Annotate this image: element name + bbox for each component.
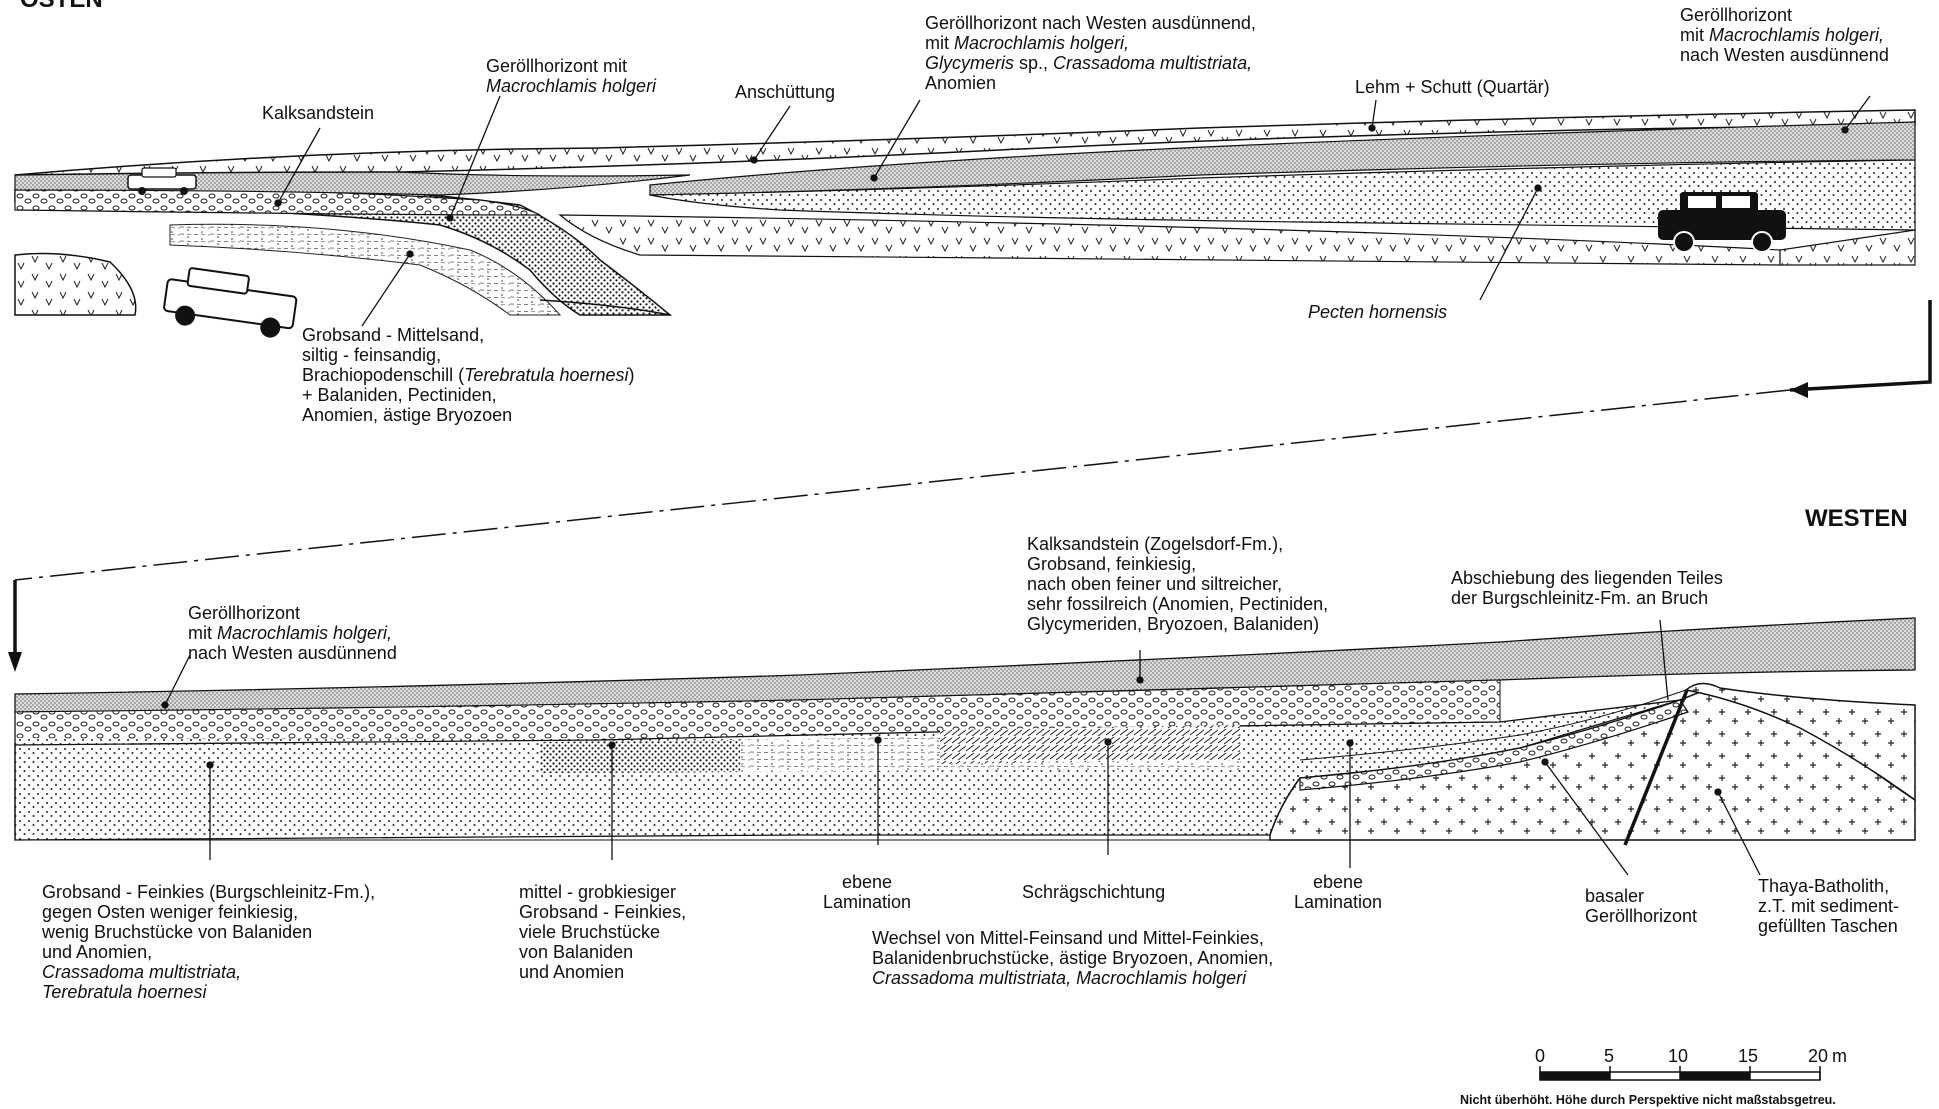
label-ebene-lamination-1: ebene Lamination [823,872,911,912]
label-wechsel: Wechsel von Mittel-Feinsand und Mittel-F… [872,928,1273,988]
scale-bar [1540,1066,1820,1080]
scale-tick-5: 5 [1604,1046,1614,1067]
label-lehm-schutt: Lehm + Schutt (Quartär) [1355,77,1550,97]
heading-east: OSTEN [20,0,103,14]
label-grobsand-feinkies: Grobsand - Feinkies (Burgschleinitz-Fm.)… [42,882,375,1002]
scale-tick-20: 20 [1808,1046,1828,1067]
label-ebene-lamination-2: ebene Lamination [1294,872,1382,912]
label-abschiebung: Abschiebung des liegenden Teiles der Bur… [1451,568,1723,608]
label-grobsand-mittelsand: Grobsand - Mittelsand, siltig - feinsand… [302,325,635,425]
heading-west: WESTEN [1805,505,1908,533]
scale-tick-0: 0 [1535,1046,1545,1067]
label-basaler-geroellhorizont: basaler Geröllhorizont [1585,886,1697,926]
scale-note: Nicht überhöht. Höhe durch Perspektive n… [1460,1093,1836,1107]
upper-section [15,110,1915,341]
label-thaya-batholith: Thaya-Batholith, z.T. mit sediment- gefü… [1758,876,1899,936]
label-pecten-hornensis: Pecten hornensis [1308,302,1447,322]
label-geroellhorizont-lower: Geröllhorizont mit Macrochlamis holgeri,… [188,603,397,663]
scale-tick-10: 10 [1668,1046,1688,1067]
scale-unit: m [1832,1046,1847,1067]
label-geroellhorizont-center: Geröllhorizont nach Westen ausdünnend, m… [925,13,1256,93]
label-kalksandstein: Kalksandstein [262,103,374,123]
label-anschuettung: Anschüttung [735,82,835,102]
label-geroellhorizont-mit: Geröllhorizont mit Macrochlamis holgeri [486,56,656,96]
label-mittel-grobkiesig: mittel - grobkiesiger Grobsand - Feinkie… [519,882,686,982]
label-kalksandstein-zogelsdorf: Kalksandstein (Zogelsdorf-Fm.), Grobsand… [1027,534,1328,634]
label-schraegschichtung: Schrägschichtung [1022,882,1165,902]
truck-icon [162,265,299,341]
label-geroellhorizont-right: Geröllhorizont mit Macrochlamis holgeri,… [1680,5,1889,65]
scale-tick-15: 15 [1738,1046,1758,1067]
